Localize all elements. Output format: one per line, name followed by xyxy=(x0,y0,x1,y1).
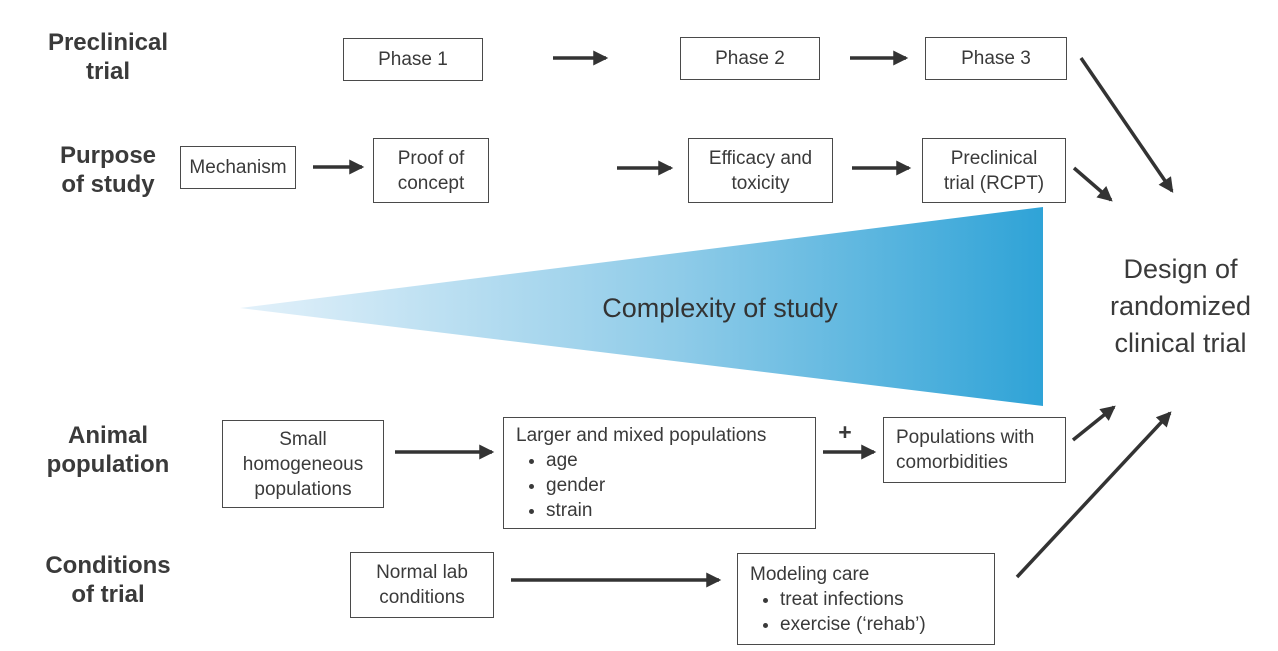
design-label-line: clinical trial xyxy=(1114,328,1247,358)
row-label-line: trial xyxy=(85,58,130,85)
box-text: Proof of xyxy=(397,147,465,169)
row-label-line: of study xyxy=(61,171,155,198)
design-of-randomized-clinical-trial-label: Design of randomized clinical trial xyxy=(1078,251,1278,362)
box-text: conditions xyxy=(379,587,465,608)
row-label-line: Preclinical xyxy=(47,29,169,56)
plus-sign: + xyxy=(838,419,852,445)
bullet-list: age gender strain xyxy=(516,448,807,523)
bullet-item: exercise (‘rehab’) xyxy=(780,612,986,637)
bullet-item: strain xyxy=(546,498,807,523)
design-label-line: randomized xyxy=(1109,291,1252,321)
box-text: populations xyxy=(254,478,352,500)
arrow-modeling-design xyxy=(1015,411,1172,579)
box-efficacy-and-toxicity: Efficacy and toxicity xyxy=(688,138,833,203)
complexity-triangle xyxy=(240,207,1043,406)
box-text: concept xyxy=(397,172,465,194)
complexity-of-study-label: Complexity of study xyxy=(602,293,838,323)
bullet-item: age xyxy=(546,448,807,473)
box-mechanism: Mechanism xyxy=(180,146,296,189)
box-text: Preclinical xyxy=(950,147,1038,169)
box-populations-with-comorbidities: Populations with comorbidities xyxy=(883,417,1066,483)
box-phase-1: Phase 1 xyxy=(343,38,483,81)
box-preclinical-trial-rcpt: Preclinical trial (RCPT) xyxy=(922,138,1066,203)
box-text: Phase 3 xyxy=(961,48,1031,69)
row-label-preclinical-trial: Preclinical trial xyxy=(8,28,208,86)
box-larger-and-mixed-populations: Larger and mixed populations age gender … xyxy=(503,417,816,529)
box-text: Mechanism xyxy=(189,157,287,178)
box-text: comorbidities xyxy=(896,452,1008,473)
arrow-comorbidities-design xyxy=(1071,405,1116,442)
box-modeling-care: Modeling care treat infections exercise … xyxy=(737,553,995,645)
box-normal-lab-conditions: Normal lab conditions xyxy=(350,552,494,618)
row-label-line: Animal xyxy=(67,422,148,449)
bullet-item: gender xyxy=(546,473,807,498)
row-label-line: population xyxy=(46,451,170,478)
box-text: Normal lab xyxy=(376,562,468,583)
row-label-animal-population: Animal population xyxy=(8,421,208,479)
row-label-line: Conditions xyxy=(45,552,171,579)
box-text: Small xyxy=(279,428,327,450)
box-phase-2: Phase 2 xyxy=(680,37,820,80)
row-label-conditions-of-trial: Conditions of trial xyxy=(8,551,208,609)
box-text: trial (RCPT) xyxy=(943,172,1045,194)
bullet-item: treat infections xyxy=(780,587,986,612)
row-label-purpose-of-study: Purpose of study xyxy=(8,141,208,199)
box-title: Modeling care xyxy=(750,563,870,585)
box-text: Efficacy and xyxy=(708,147,813,169)
box-small-homogeneous-populations: Small homogeneous populations xyxy=(222,420,384,508)
bullet-list: treat infections exercise (‘rehab’) xyxy=(750,587,986,637)
arrow-phase3-design xyxy=(1079,57,1174,193)
box-proof-of-concept: Proof of concept xyxy=(373,138,489,203)
box-text: homogeneous xyxy=(242,453,364,475)
box-phase-3: Phase 3 xyxy=(925,37,1067,80)
box-title: Larger and mixed populations xyxy=(516,425,767,446)
arrow-rcpt-design xyxy=(1072,166,1113,202)
row-label-line: of trial xyxy=(71,581,145,608)
box-text: Phase 1 xyxy=(378,49,448,70)
box-text: toxicity xyxy=(731,172,790,194)
row-label-line: Purpose xyxy=(59,142,157,169)
box-text: Phase 2 xyxy=(715,48,785,69)
design-label-line: Design of xyxy=(1123,254,1238,284)
box-text: Populations with xyxy=(896,427,1035,448)
